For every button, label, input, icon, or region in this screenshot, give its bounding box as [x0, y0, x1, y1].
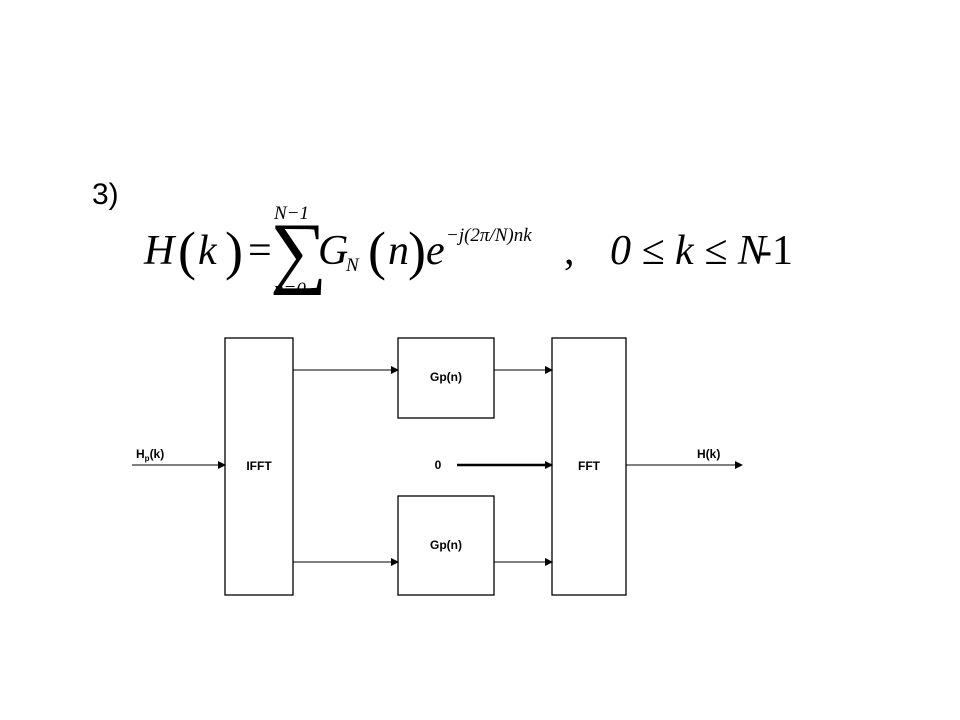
input-label-argument: (k) — [150, 447, 165, 461]
top-gp-block — [397, 337, 495, 419]
zero-label: 0 — [435, 458, 442, 472]
formula-lhs-argument: k — [198, 228, 217, 274]
item-number: 3) — [92, 178, 119, 211]
output-label: H(k) — [697, 447, 720, 461]
ifft-label: IFFT — [246, 459, 272, 473]
bottom-gp-block — [397, 495, 495, 596]
formula-equals: = — [248, 228, 272, 274]
input-label-main: H — [136, 447, 145, 461]
fft-block — [551, 337, 627, 596]
formula-term-close-paren: ) — [408, 221, 426, 281]
formula-exp-base: e — [426, 228, 445, 274]
fft-label: FFT — [578, 459, 601, 473]
formula-term-symbol: G — [318, 228, 349, 274]
formula-sum-upper-limit: N−1 — [274, 203, 309, 224]
input-label: Hp(k) — [136, 447, 164, 463]
formula-term-open-paren: ( — [368, 221, 386, 281]
formula-lhs-close-paren: ) — [225, 221, 243, 281]
formula-term-subscript: N — [346, 255, 359, 276]
formula-separator: , — [564, 228, 575, 274]
formula-term-argument: n — [388, 228, 409, 274]
formula-range-condition: 0 ≤ k ≤ N — [610, 228, 766, 274]
formula-lhs-open-paren: ( — [178, 221, 196, 281]
dft-formula: H ( k ) = N−1 ∑ n=0 G N ( n ) e −j(2π/N)… — [140, 200, 820, 310]
bottom-block-label: Gp(n) — [430, 538, 462, 552]
formula-sum-lower-limit: n=0 — [274, 279, 306, 300]
ifft-block — [224, 337, 294, 596]
formula-sum-symbol: ∑ — [270, 208, 328, 296]
formula-range-suffix: -1 — [758, 228, 793, 274]
formula-lhs-symbol: H — [144, 228, 175, 274]
input-label-subscript: p — [145, 454, 150, 463]
top-block-label: Gp(n) — [430, 370, 462, 384]
formula-exp-exponent: −j(2π/N)nk — [446, 225, 532, 246]
